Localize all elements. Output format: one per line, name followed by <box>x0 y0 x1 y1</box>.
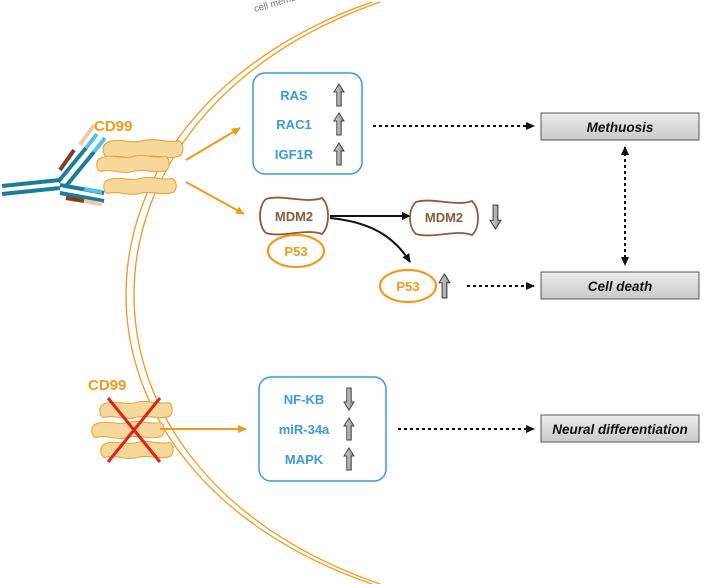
neural-differentiation-label: Neural differentiation <box>552 422 688 437</box>
cell-membrane <box>125 1 381 584</box>
cell-death-label: Cell death <box>588 279 653 294</box>
mdm2-free-label: MDM2 <box>425 210 463 225</box>
mdm2-complex-label: MDM2 <box>275 209 313 224</box>
methuosis-box: Methuosis <box>540 112 700 141</box>
silenced-pathway-box: NF-KB miR-34a MAPK <box>258 376 387 482</box>
nfkb-label: NF-KB <box>284 392 324 407</box>
p53-complex-label: P53 <box>284 244 307 259</box>
mir34a-label: miR-34a <box>279 422 330 437</box>
mapk-label: MAPK <box>285 452 324 467</box>
mdm2-p53-complex: MDM2 P53 <box>259 196 329 269</box>
activated-pathway-box: RAS RAC1 IGF1R <box>252 72 363 175</box>
p53-up-arrow-icon <box>438 273 451 299</box>
mdm2-down-arrow-icon <box>489 204 502 230</box>
p53-free-label: P53 <box>396 279 419 294</box>
arrow-complex-to-p53 <box>329 217 411 263</box>
arrow-cd99-to-ras-box <box>185 127 241 161</box>
methuosis-label: Methuosis <box>587 120 654 135</box>
ras-label: RAS <box>280 88 308 103</box>
arrow-cd99-to-mdm2 <box>185 181 245 215</box>
cd99-label-bottom: CD99 <box>88 377 126 394</box>
rac1-label: RAC1 <box>276 117 311 132</box>
membrane-label: cell membrane <box>253 0 316 15</box>
p53-free: P53 <box>378 268 451 304</box>
cd99-protein-top <box>96 138 184 196</box>
cell-death-box: Cell death <box>540 271 700 300</box>
cd99-label-top: CD99 <box>94 118 132 135</box>
red-cross-icon <box>106 397 162 463</box>
igf1r-label: IGF1R <box>275 147 314 162</box>
neural-differentiation-box: Neural differentiation <box>540 414 700 443</box>
mdm2-free: MDM2 <box>409 199 502 237</box>
antibody-icon <box>1 123 107 206</box>
